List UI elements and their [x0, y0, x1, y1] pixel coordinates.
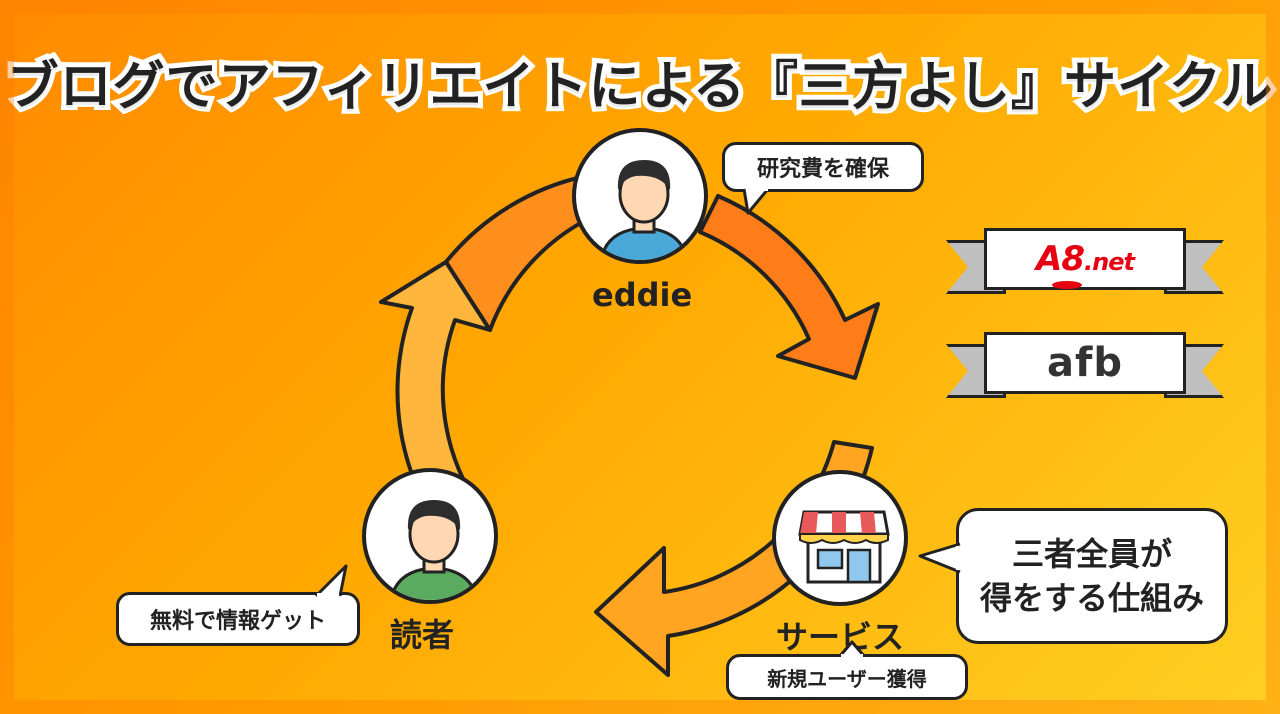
author-benefit-text: 研究費を確保 [756, 157, 889, 182]
reader-benefit-text: 無料で情報ゲット [149, 609, 326, 634]
service-bubble-tail [838, 640, 866, 658]
author-avatar [572, 128, 708, 264]
author-benefit-bubble: 研究費を確保 [722, 142, 924, 192]
reader-avatar [362, 468, 498, 604]
summary-line-2: 得をする仕組み [979, 579, 1204, 617]
page-title: ブログでアフィリエイトによる『三方よし』サイクル [2, 52, 1278, 122]
service-avatar [772, 470, 908, 606]
person-icon [599, 160, 689, 260]
reader-benefit-bubble: 無料で情報ゲット [116, 592, 360, 646]
arrow-author-to-service [698, 194, 880, 380]
author-bubble-tail [742, 187, 770, 215]
afb-logo: afb [1046, 340, 1124, 386]
summary-bubble: 三者全員が 得をする仕組み [956, 508, 1228, 644]
shop-icon [798, 510, 890, 584]
summary-bubble-tail [918, 542, 962, 574]
person-icon [389, 500, 479, 600]
summary-line-1: 三者全員が [1011, 535, 1172, 573]
a8-logo: A8.net [1036, 239, 1135, 289]
service-label: サービス [776, 618, 905, 656]
reader-bubble-tail [314, 564, 348, 598]
a8-logo-ribbon: A8.net [946, 226, 1224, 304]
author-label: eddie [592, 276, 693, 314]
afb-logo-ribbon: afb [946, 330, 1224, 408]
service-benefit-bubble: 新規ユーザー獲得 [726, 654, 968, 700]
reader-label: 読者 [390, 616, 455, 654]
service-benefit-text: 新規ユーザー獲得 [767, 666, 927, 691]
